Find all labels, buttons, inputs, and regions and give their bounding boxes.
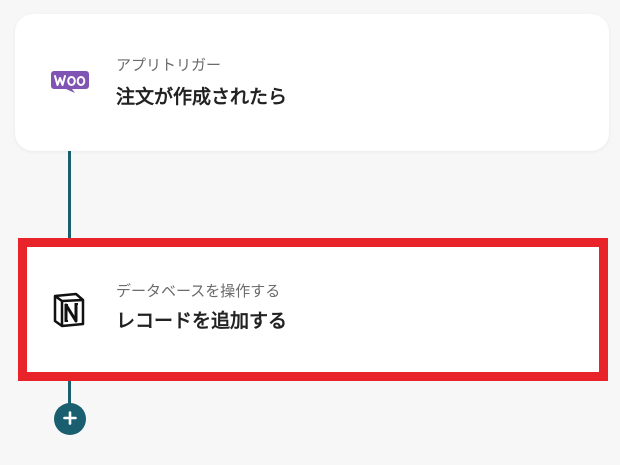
trigger-step-subtitle: アプリトリガー [116,56,222,74]
trigger-step-card[interactable]: アプリトリガー 注文が作成されたら [15,14,609,151]
action-step-title: レコードを追加する [116,310,288,332]
action-step-subtitle: データベースを操作する [116,282,281,300]
add-step-button[interactable] [54,403,86,435]
flow-connector-bottom [68,378,71,406]
plus-icon [63,410,77,429]
trigger-step-title: 注文が作成されたら [116,86,288,108]
woocommerce-logo-icon [50,70,90,94]
flow-connector-top [68,150,71,242]
action-step-card[interactable]: データベースを操作する レコードを追加する [18,238,608,381]
notion-logo-icon [49,291,87,329]
